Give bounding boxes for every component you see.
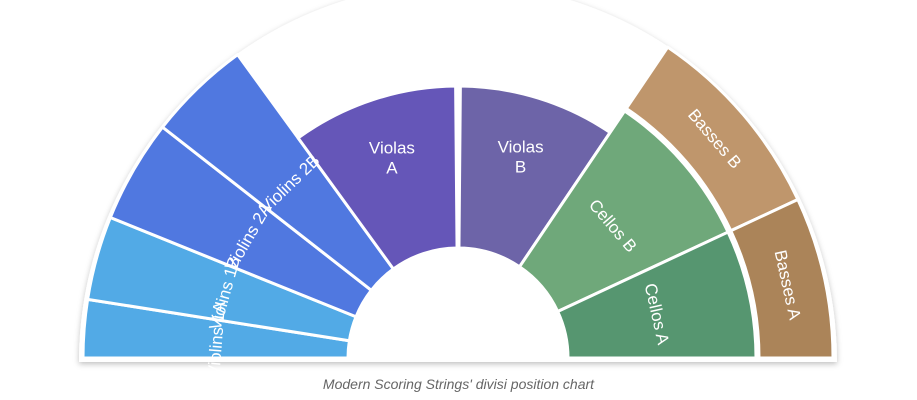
section-label-line: A [386,159,398,178]
section-label-line: B [515,157,526,176]
chart-caption: Modern Scoring Strings' divisi position … [322,376,595,392]
section-violins-2b [160,53,395,292]
section-label-line: Violas [369,139,415,158]
section-cellos-a [556,230,758,360]
section-label-line: Violas [498,137,544,156]
section-violas-a [296,84,459,271]
section-cellos-b [518,109,730,314]
section-basses-a [729,198,835,360]
